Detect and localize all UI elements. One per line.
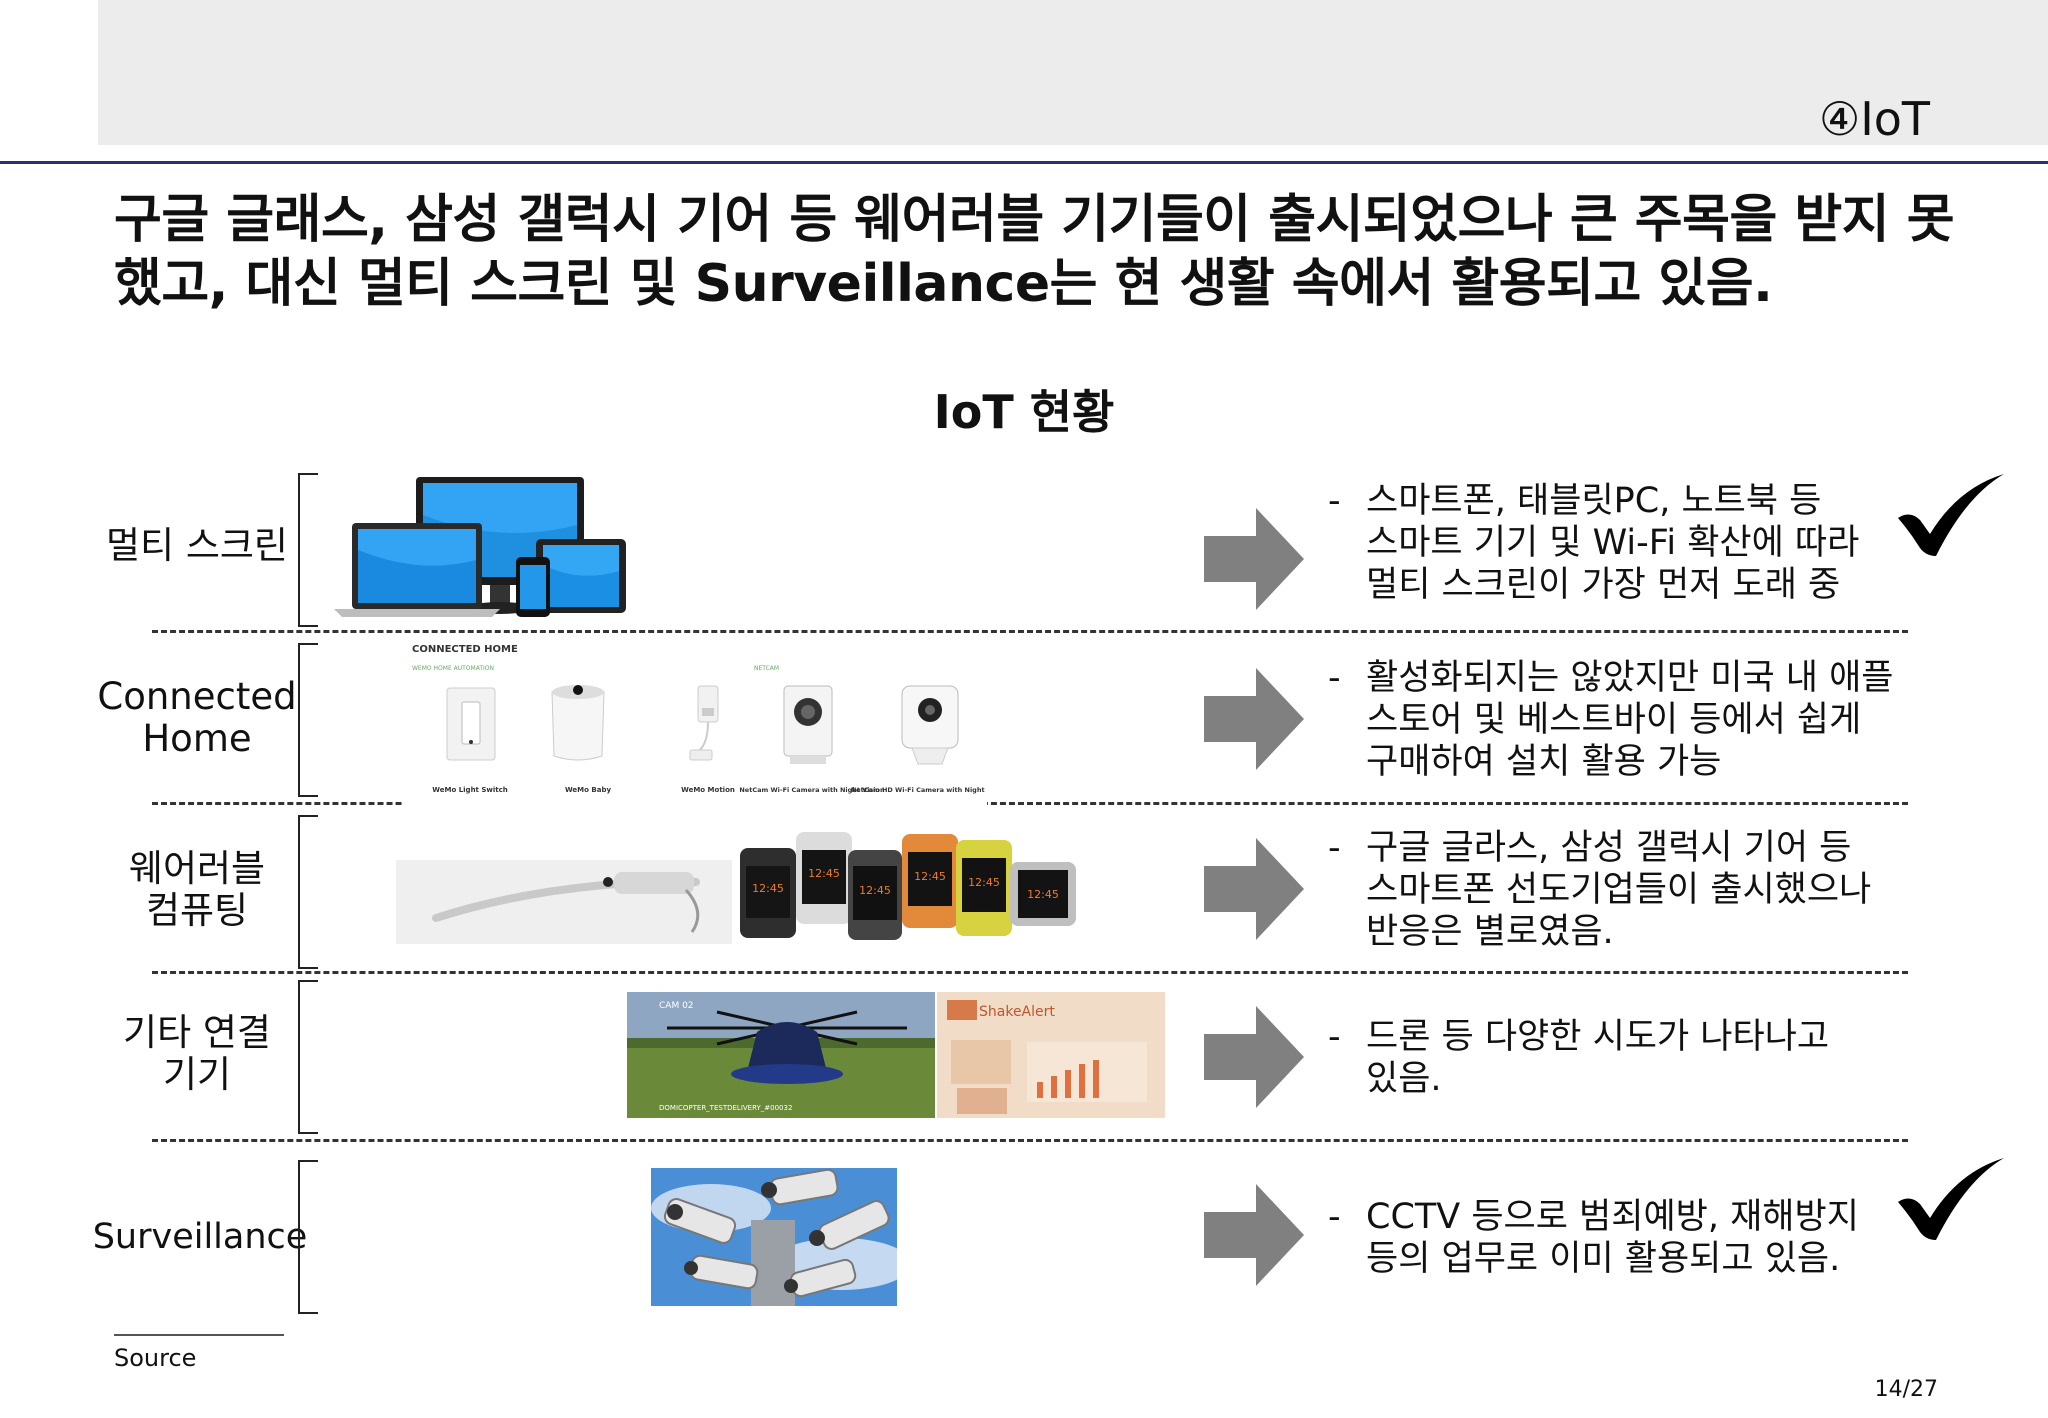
row-separator bbox=[152, 1139, 1908, 1142]
header-band bbox=[98, 0, 2048, 145]
arrow-icon bbox=[1204, 508, 1304, 610]
row-desc-wearable: - 구글 글라스, 삼성 갤럭시 기어 등 스마트폰 선도기업들이 출시했으나 … bbox=[1328, 827, 1948, 953]
source-divider bbox=[114, 1334, 284, 1336]
drone-cam-label: CAM 02 bbox=[659, 1001, 694, 1011]
drone-caption: DOMICOPTER_TESTDELIVERY_#00032 bbox=[659, 1104, 792, 1112]
alert-title: ShakeAlert bbox=[979, 1004, 1055, 1020]
wemo-group-label: WEMO HOME AUTOMATION bbox=[412, 665, 494, 672]
section-tag: ④IoT bbox=[1818, 92, 1930, 146]
bullet-dash: - bbox=[1328, 1017, 1341, 1057]
row-bracket bbox=[298, 815, 318, 969]
arrow-icon bbox=[1204, 838, 1304, 940]
row-separator bbox=[152, 971, 1908, 974]
caption-baby: WeMo Baby bbox=[565, 786, 612, 794]
row-label-connected-home: Connected Home bbox=[97, 675, 297, 760]
row-label-surveillance: Surveillance bbox=[92, 1217, 308, 1257]
watch-time: 12:45 bbox=[752, 882, 784, 895]
watch-time: 12:45 bbox=[914, 870, 946, 883]
row-bracket bbox=[298, 1160, 318, 1314]
desc-text: 구글 글라스, 삼성 갤럭시 기어 등 스마트폰 선도기업들이 출시했으나 반응… bbox=[1366, 828, 1872, 952]
devices-image bbox=[334, 477, 626, 617]
desc-text: 스마트폰, 태블릿PC, 노트북 등 스마트 기기 및 Wi-Fi 확산에 따라… bbox=[1366, 481, 1860, 605]
arrow-icon bbox=[1204, 1184, 1304, 1286]
checkmark-icon bbox=[1898, 1158, 2004, 1240]
subtitle-text: IoT 현황 bbox=[933, 385, 1115, 439]
caption-netcam: NetCam Wi-Fi Camera with Night Vision bbox=[739, 786, 885, 794]
desc-text: 드론 등 다양한 시도가 나타나고 있음. bbox=[1366, 1017, 1830, 1099]
row-desc-surveillance: - CCTV 등으로 범죄예방, 재해방지 등의 업무로 이미 활용되고 있음. bbox=[1328, 1196, 1948, 1280]
connected-home-image: CONNECTED HOME WEMO HOME AUTOMATION NETC… bbox=[402, 638, 987, 806]
smartwatch-group: 12:45 12:45 12:45 12:45 12:45 12:45 bbox=[740, 832, 1076, 940]
source-label: Source bbox=[114, 1344, 197, 1372]
caption-netcam-hd: NetCam HD Wi-Fi Camera with Night Vision bbox=[851, 786, 987, 794]
row-bracket bbox=[298, 980, 318, 1134]
caption-light-switch: WeMo Light Switch bbox=[432, 786, 507, 794]
row-separator bbox=[152, 802, 1908, 805]
checkmark-icon bbox=[1898, 474, 2004, 556]
arrow-icon bbox=[1204, 668, 1304, 770]
row-label-other-devices: 기타 연결 기기 bbox=[123, 1011, 271, 1096]
desc-text: 활성화되지는 않았지만 미국 내 애플 스토어 및 베스트바이 등에서 쉽게 구… bbox=[1366, 658, 1894, 782]
connected-home-heading: CONNECTED HOME bbox=[412, 644, 518, 655]
row-bracket bbox=[298, 643, 318, 797]
slide-headline: 구글 글래스, 삼성 갤럭시 기어 등 웨어러블 기기들이 출시되었으나 큰 주… bbox=[114, 190, 1955, 314]
cctv-image bbox=[651, 1168, 897, 1306]
bullet-dash: - bbox=[1328, 658, 1341, 698]
watch-time: 12:45 bbox=[968, 876, 1000, 889]
row-label-multiscreen: 멀티 스크린 bbox=[106, 524, 288, 567]
wearable-image: 12:45 12:45 12:45 12:45 12:45 12:45 bbox=[396, 832, 1076, 944]
drone-image: CAM 02 DOMICOPTER_TESTDELIVERY_#00032 Sh… bbox=[627, 992, 1165, 1118]
row-desc-other-devices: - 드론 등 다양한 시도가 나타나고 있음. bbox=[1328, 1016, 1948, 1100]
bullet-dash: - bbox=[1328, 1197, 1341, 1237]
row-bracket bbox=[298, 473, 318, 627]
row-separator bbox=[152, 630, 1908, 633]
watch-time: 12:45 bbox=[1027, 888, 1059, 901]
bullet-dash: - bbox=[1328, 828, 1341, 868]
header-rule bbox=[0, 161, 2048, 164]
desc-text: CCTV 등으로 범죄예방, 재해방지 등의 업무로 이미 활용되고 있음. bbox=[1366, 1197, 1859, 1279]
row-label-wearable: 웨어러블 컴퓨팅 bbox=[128, 847, 266, 932]
caption-motion: WeMo Motion bbox=[681, 786, 735, 794]
bullet-dash: - bbox=[1328, 481, 1341, 521]
slide-subtitle: IoT 현황 bbox=[0, 376, 2048, 442]
watch-time: 12:45 bbox=[859, 884, 891, 897]
page-number: 14/27 bbox=[1874, 1377, 1938, 1402]
netcam-group-label: NETCAM bbox=[754, 665, 779, 672]
arrow-icon bbox=[1204, 1006, 1304, 1108]
row-desc-multiscreen: - 스마트폰, 태블릿PC, 노트북 등 스마트 기기 및 Wi-Fi 확산에 … bbox=[1328, 480, 1948, 606]
row-desc-connected-home: - 활성화되지는 않았지만 미국 내 애플 스토어 및 베스트바이 등에서 쉽게… bbox=[1328, 657, 1948, 783]
watch-time: 12:45 bbox=[808, 867, 840, 880]
